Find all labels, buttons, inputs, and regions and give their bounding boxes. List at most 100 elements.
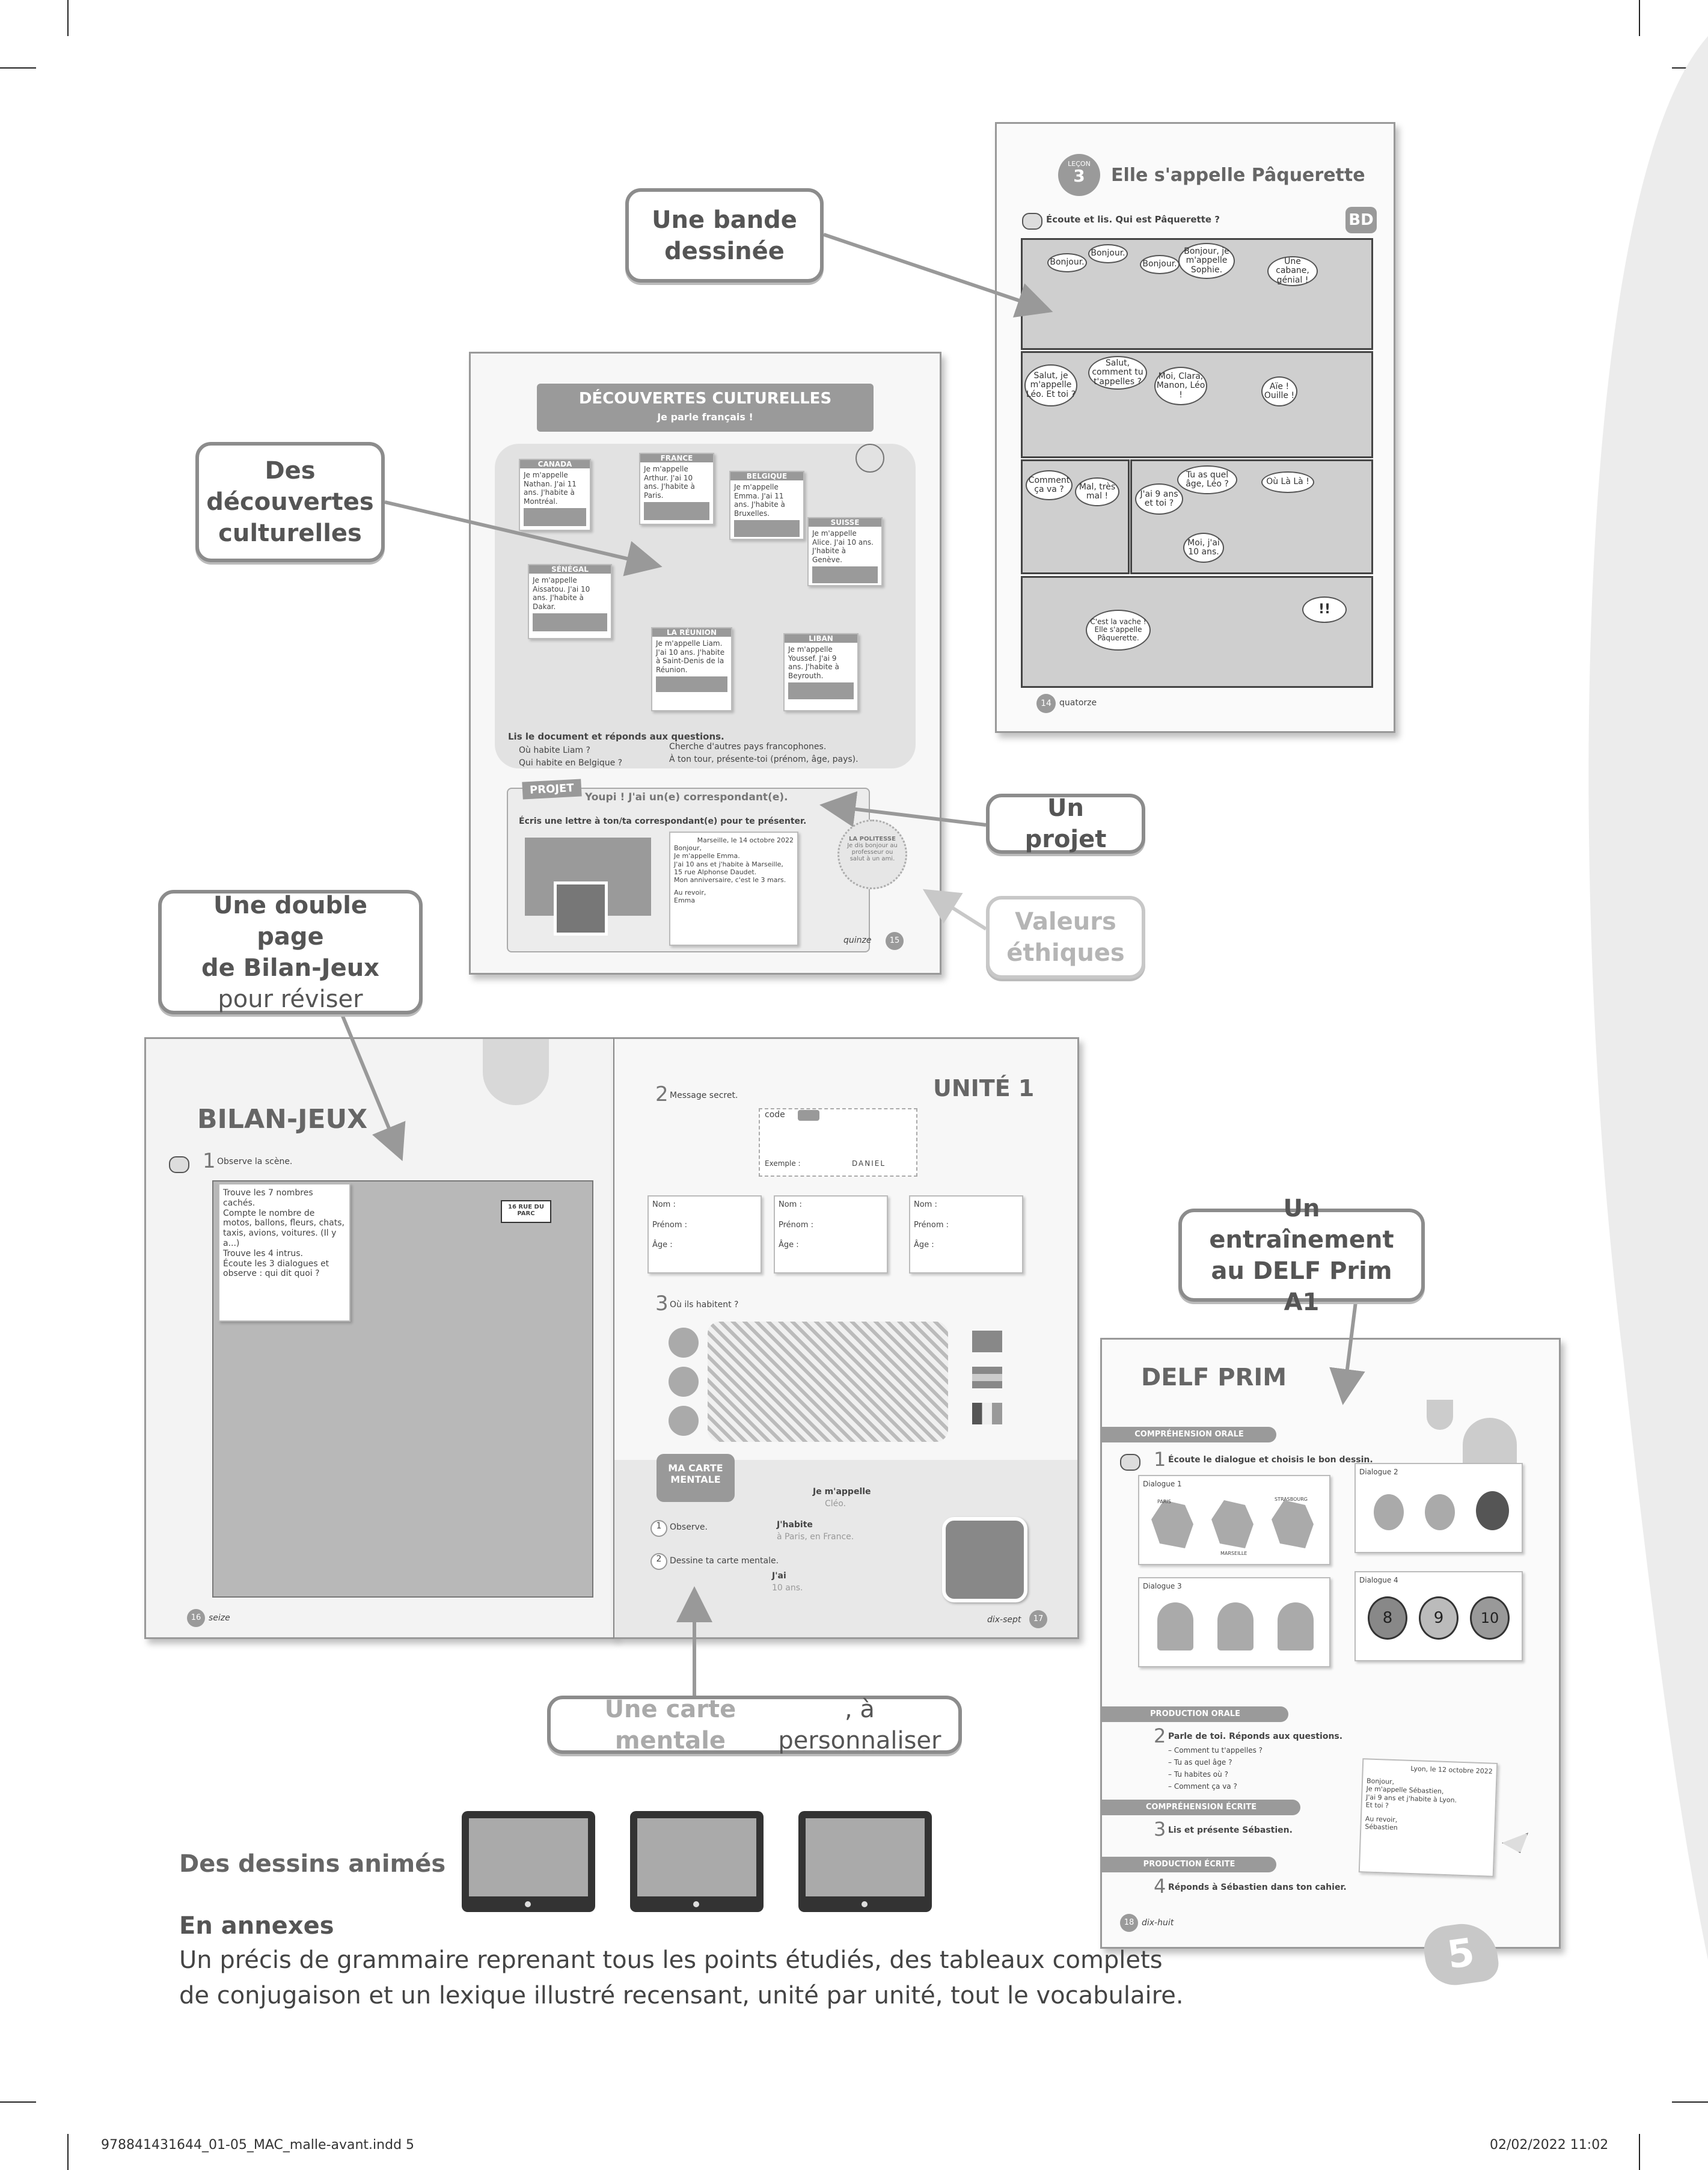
listen-icon — [1022, 213, 1042, 230]
card-text: Je m'appelle Emma. J'ai 11 ans. J'habite… — [734, 483, 785, 518]
bilan-page: BILAN-JEUX 1 Observe la scène. Trouve le… — [144, 1037, 615, 1639]
dialogue-card: Dialogue 1 PARIS STRASBOURG MARSEILLE — [1138, 1475, 1330, 1565]
card-photo — [734, 520, 800, 537]
instruction-item: Compte le nombre de motos, ballons, fleu… — [223, 1208, 344, 1248]
question: Cherche d'autres pays francophones. — [669, 742, 827, 752]
ex2-question: – Comment ça va ? — [1168, 1782, 1237, 1791]
arrow-projet — [819, 791, 987, 827]
page-word: quatorze — [1059, 698, 1097, 708]
speech-bubble: Bonjour, je m'appelle Sophie. — [1178, 243, 1235, 279]
card-text: Je m'appelle Arthur. J'ai 10 ans. J'habi… — [644, 465, 695, 500]
video-dot — [862, 1901, 868, 1907]
culture-card: SÉNÉGAL Je m'appelle Aissatou. J'ai 10 a… — [528, 564, 612, 639]
callout-bilan-bold: Une double page de Bilan-Jeux — [201, 891, 379, 982]
card-text: Je m'appelle Nathan. J'ai 11 ans. J'habi… — [524, 471, 577, 506]
ex2-question: – Comment tu t'appelles ? — [1168, 1746, 1263, 1755]
girl-photo — [554, 881, 608, 936]
ex3-text: Lis et présente Sébastien. — [1168, 1825, 1293, 1835]
crop-mark — [67, 2134, 69, 2170]
culture-card: FRANCE Je m'appelle Arthur. J'ai 10 ans.… — [639, 453, 714, 525]
card-text: Je m'appelle Youssef. J'ai 9 ans. J'habi… — [788, 645, 839, 680]
arrow-bilan — [341, 1015, 406, 1162]
crop-mark — [1639, 2134, 1640, 2170]
girl-photo — [942, 1517, 1027, 1602]
step-text: Observe. — [670, 1522, 708, 1532]
id-field: Âge : — [779, 1240, 799, 1250]
lesson-label: LEÇON — [1068, 160, 1091, 168]
section-label: PRODUCTION ÉCRITE — [1102, 1857, 1276, 1872]
letter-line: Au revoir, — [674, 889, 706, 897]
video-dot — [693, 1901, 699, 1907]
id-field: Nom : — [779, 1200, 802, 1209]
ex1-text: Écoute le dialogue et choisis le bon des… — [1168, 1455, 1373, 1465]
speech-bubble: Moi, Clara, Manon, Léo ! — [1154, 367, 1207, 405]
annexes-line-2: de conjugaison et un lexique illustré re… — [179, 1982, 1184, 2009]
video-screen — [637, 1818, 756, 1896]
map-head: Je m'appelle — [813, 1487, 871, 1497]
map-sub: 10 ans. — [772, 1583, 803, 1593]
culture-card: BELGIQUE Je m'appelle Emma. J'ai 11 ans.… — [729, 471, 804, 540]
id-field: Prénom : — [652, 1220, 688, 1230]
video-thumbnail[interactable] — [630, 1811, 764, 1912]
ex1-label: Observe la scène. — [217, 1157, 293, 1166]
lesson-number: 3 — [1073, 166, 1085, 186]
letter-line: Je m'appelle Emma. — [674, 852, 740, 860]
card-place: SÉNÉGAL — [529, 565, 611, 574]
bilan-instructions: Trouve les 7 nombres cachés. Compte le n… — [218, 1183, 350, 1322]
id-field: Nom : — [652, 1200, 676, 1209]
ex3-number: 3 — [655, 1292, 669, 1316]
dessins-animes-label: Des dessins animés — [179, 1850, 446, 1878]
flag-icon — [972, 1331, 1002, 1352]
speech-bubble: Une cabane, génial ! — [1267, 256, 1318, 286]
id-card: Nom : Prénom : Âge : — [909, 1195, 1023, 1273]
card-photo — [788, 682, 854, 699]
culture-card: SUISSE Je m'appelle Alice. J'ai 10 ans. … — [807, 517, 883, 586]
speech-bubble: Mal, très mal ! — [1075, 477, 1119, 506]
culture-subtitle: Je parle français ! — [657, 411, 753, 423]
question: Où habite Liam ? — [519, 746, 590, 755]
ex1-number: 1 — [1154, 1448, 1166, 1471]
speech-bubble: C'est la vache ! Elle s'appelle Pâqueret… — [1086, 610, 1151, 651]
code-box — [759, 1108, 917, 1177]
ex4-text: Réponds à Sébastien dans ton cahier. — [1168, 1883, 1347, 1892]
ex2-number: 2 — [655, 1082, 669, 1106]
child-face — [1476, 1491, 1509, 1530]
card-place: LA RÉUNION — [652, 628, 731, 637]
child-face — [669, 1406, 699, 1436]
speech-bubble: Salut, comment tu t'appelles ? — [1088, 356, 1147, 390]
letter-line: J'ai 10 ans et j'habite à Marseille, — [674, 860, 783, 868]
map-label: MARSEILLE — [1220, 1551, 1247, 1556]
lesson-3-page: LEÇON 3 Elle s'appelle Pâquerette BD Éco… — [995, 122, 1395, 733]
id-card: Nom : Prénom : Âge : — [647, 1195, 762, 1273]
exemple-answer: DANIEL — [852, 1159, 886, 1168]
instruction-item: Trouve les 7 nombres cachés. — [223, 1188, 313, 1208]
search-icon — [798, 1110, 819, 1121]
video-dot — [525, 1901, 531, 1907]
dialogue-label: Dialogue 2 — [1359, 1468, 1398, 1476]
annexes-title: En annexes — [179, 1912, 334, 1940]
callout-carte: Une carte mentale, à personnaliser — [547, 1696, 962, 1755]
speech-bubble: Aïe ! Ouille ! — [1261, 376, 1297, 406]
politesse-title: LA POLITESSE — [849, 836, 896, 842]
listen-icon — [1120, 1454, 1140, 1471]
questions-intro: Lis le document et réponds aux questions… — [508, 731, 724, 742]
dialogue-label: Dialogue 4 — [1359, 1576, 1398, 1584]
child-face — [1374, 1494, 1404, 1530]
crop-mark — [1639, 0, 1640, 36]
projet-title: Youpi ! J'ai un(e) correspondant(e). — [585, 791, 788, 803]
card-place: BELGIQUE — [730, 472, 803, 481]
culture-page: DÉCOUVERTES CULTURELLES Je parle françai… — [469, 352, 941, 975]
page-word: dix-sept — [987, 1615, 1021, 1625]
culture-header: DÉCOUVERTES CULTURELLES Je parle françai… — [537, 384, 874, 432]
letter-card: Marseille, le 14 octobre 2022 Bonjour, J… — [669, 832, 798, 946]
dialogue-label: Dialogue 3 — [1143, 1582, 1182, 1590]
step-text: Dessine ta carte mentale. — [670, 1556, 779, 1566]
footer-date: 02/02/2022 11:02 — [1490, 2138, 1609, 2153]
bd-badge: BD — [1345, 207, 1377, 233]
ex2-question: – Tu as quel âge ? — [1168, 1758, 1232, 1767]
map-head: J'ai — [772, 1571, 786, 1581]
video-thumbnail[interactable] — [462, 1811, 595, 1912]
crop-mark — [67, 0, 69, 36]
video-thumbnail[interactable] — [798, 1811, 932, 1912]
